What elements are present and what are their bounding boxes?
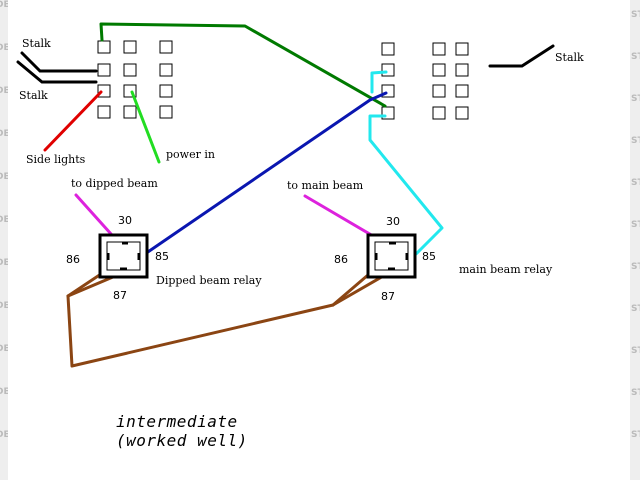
watermark-text: DEI [0, 129, 8, 139]
main-beam-relay [366, 233, 417, 279]
connector-pin [381, 63, 395, 77]
right-watermark-strip: ST ST ST ST ST ST ST ST ST ST ST [630, 0, 640, 480]
watermark-text: ST [631, 178, 640, 188]
diagram-caption: intermediate (worked well) [116, 412, 248, 450]
watermark-text: ST [631, 304, 640, 314]
cyan-stub-wire [370, 70, 388, 94]
dipped-pin-85: 85 [155, 250, 169, 263]
watermark-text: ST [631, 10, 640, 20]
to-main-beam-label: to main beam [287, 179, 364, 192]
watermark-text: DEI [0, 43, 8, 53]
connector-pin [159, 105, 173, 119]
brown-wire-main-87 [331, 273, 387, 307]
watermark-text: DEI [0, 86, 8, 96]
side-lights-wire [43, 90, 103, 152]
connector-pin [97, 40, 111, 54]
connector-pin [97, 105, 111, 119]
stalk-wires [16, 44, 555, 84]
left-watermark-strip: DEI DEI DEI DEI DEI DEI DEI DEI DEI DEI … [0, 0, 8, 480]
connector-pin [455, 84, 469, 98]
power-in-wire [130, 90, 161, 164]
side-lights-label: Side lights [26, 153, 86, 166]
watermark-text: ST [631, 94, 640, 104]
right-connector-block [381, 42, 469, 120]
connector-pin [455, 63, 469, 77]
connector-pin [123, 40, 137, 54]
connector-pin [123, 105, 137, 119]
watermark-text: DEI [0, 258, 8, 268]
watermark-text: DEI [0, 172, 8, 182]
dipped-pin-87: 87 [113, 289, 127, 302]
connector-pin [159, 84, 173, 98]
stalk-wire-lower [16, 60, 98, 84]
connector-pin [432, 106, 446, 120]
connector-pin [159, 40, 173, 54]
watermark-text: ST [631, 262, 640, 272]
main-pin-87: 87 [381, 290, 395, 303]
connector-pin [123, 63, 137, 77]
caption-line-1: intermediate [116, 412, 238, 431]
stalk-wire-right [488, 44, 555, 68]
stalk-label-bottom-left: Stalk [19, 89, 48, 102]
cyan-main-wire [368, 114, 444, 256]
connector-pin [432, 84, 446, 98]
left-connector-block [97, 40, 173, 119]
watermark-text: DEI [0, 344, 8, 354]
watermark-text: DEI [0, 387, 8, 397]
main-relay-name: main beam relay [459, 263, 553, 276]
dipped-relay-name: Dipped beam relay [156, 274, 262, 287]
dipped-pin-30: 30 [118, 214, 132, 227]
connector-pin [455, 42, 469, 56]
connector-pin [455, 106, 469, 120]
connector-pin [381, 42, 395, 56]
watermark-text: DEI [0, 301, 8, 311]
main-pin-86: 86 [334, 253, 348, 266]
watermark-text: DEI [0, 215, 8, 225]
connector-pin [159, 63, 173, 77]
watermark-text: ST [631, 346, 640, 356]
to-dipped-beam-label: to dipped beam [71, 177, 158, 190]
stalk-label-right: Stalk [555, 51, 584, 64]
green-link-wire [99, 22, 387, 108]
connector-pin [432, 63, 446, 77]
watermark-text: ST [631, 430, 640, 440]
watermark-text: DEI [0, 0, 8, 10]
main-pin-30: 30 [386, 215, 400, 228]
watermark-text: ST [631, 220, 640, 230]
watermark-text: ST [631, 136, 640, 146]
power-in-label: power in [166, 148, 215, 161]
caption-line-2: (worked well) [116, 431, 248, 450]
watermark-text: DEI [0, 430, 8, 440]
stalk-label-top-left: Stalk [22, 37, 51, 50]
stalk-wire-upper [20, 51, 98, 73]
brown-wire-link [66, 294, 335, 368]
dipped-pin-86: 86 [66, 253, 80, 266]
blue-relay-wire [140, 91, 388, 258]
dipped-beam-relay [98, 233, 149, 279]
connector-pin [432, 42, 446, 56]
main-pin-85: 85 [422, 250, 436, 263]
connector-pin [97, 63, 111, 77]
watermark-text: ST [631, 52, 640, 62]
watermark-text: ST [631, 388, 640, 398]
